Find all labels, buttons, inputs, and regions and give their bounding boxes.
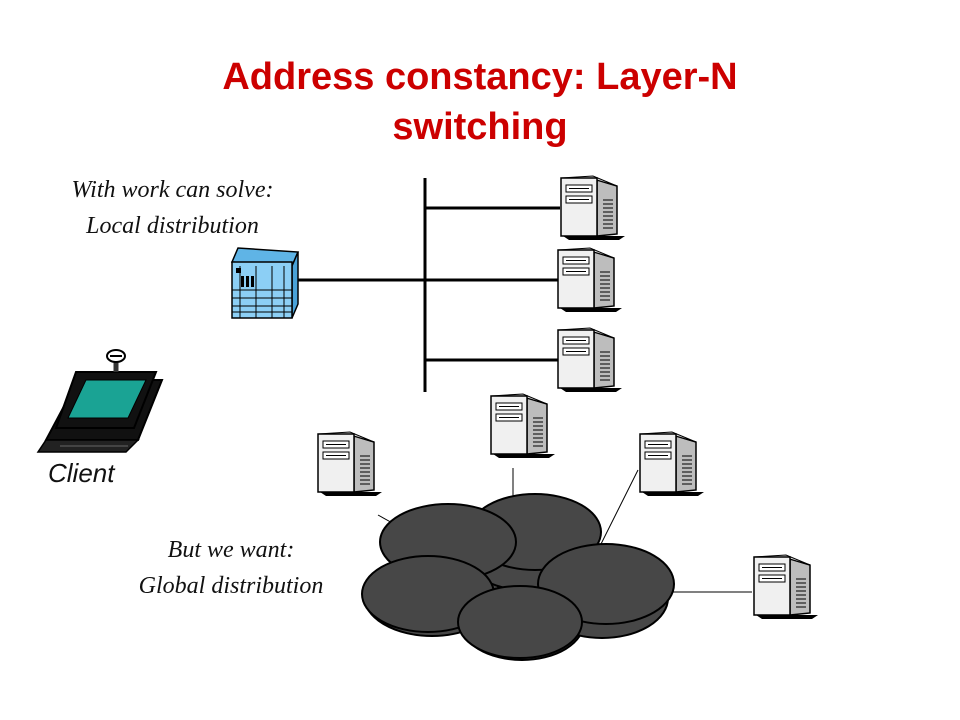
global-server-far-right-icon xyxy=(753,554,819,620)
slide-title-line-2: switching xyxy=(392,106,568,148)
global-note-line-1: But we want: xyxy=(167,537,295,563)
local-note-line-2: Local distribution xyxy=(86,213,259,239)
lan-server-3-icon xyxy=(557,327,623,393)
global-server-top-icon xyxy=(490,393,556,459)
layer-n-switch-icon xyxy=(230,247,300,319)
global-server-left-icon xyxy=(317,431,383,497)
global-server-right-icon xyxy=(639,431,705,497)
local-note-line-1: With work can solve: xyxy=(71,177,274,203)
global-note-line-2: Global distribution xyxy=(138,573,324,599)
slide-title: Address constancy: Layer-N switching xyxy=(0,52,960,152)
laptop-icon xyxy=(36,349,164,453)
lan-server-2-icon xyxy=(557,247,623,313)
local-distribution-note: With work can solve: Local distribution xyxy=(30,172,315,244)
global-distribution-note: But we want: Global distribution xyxy=(100,532,362,604)
internet-cloud-icon xyxy=(361,493,675,661)
slide-title-line-1: Address constancy: Layer-N xyxy=(222,56,738,98)
wan-link-right xyxy=(597,469,639,551)
client-label: Client xyxy=(48,458,115,488)
lan-server-1-icon xyxy=(560,175,626,241)
